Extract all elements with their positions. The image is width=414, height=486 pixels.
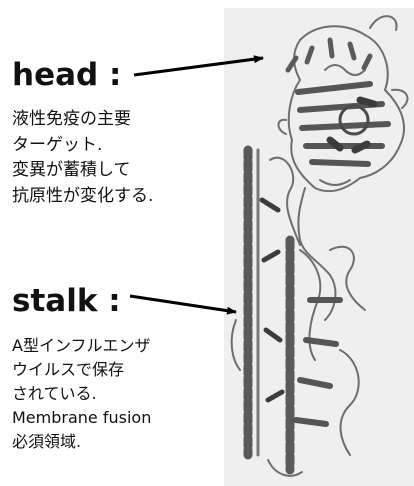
head-description-line: 変異が蓄積して bbox=[12, 158, 153, 184]
stalk-description-line: 必須領域. bbox=[12, 430, 151, 454]
stalk-arrow bbox=[130, 296, 236, 312]
stalk-label: stalk : bbox=[12, 286, 121, 317]
stalk-description-line: Membrane fusion bbox=[12, 406, 151, 430]
head-description: 液性免疫の主要 ターゲット. 変異が蓄積して 抗原性が変化する. bbox=[12, 107, 153, 209]
stalk-description-line: A型インフルエンザ bbox=[12, 334, 151, 358]
head-description-line: 液性免疫の主要 bbox=[12, 107, 153, 133]
head-label: head : bbox=[12, 60, 121, 91]
head-description-line: ターゲット. bbox=[12, 133, 153, 159]
stalk-description-line: されている. bbox=[12, 382, 151, 406]
head-description-line: 抗原性が変化する. bbox=[12, 184, 153, 210]
stalk-description-line: ウイルスで保存 bbox=[12, 358, 151, 382]
stalk-description: A型インフルエンザ ウイルスで保存 されている. Membrane fusion… bbox=[12, 334, 151, 454]
